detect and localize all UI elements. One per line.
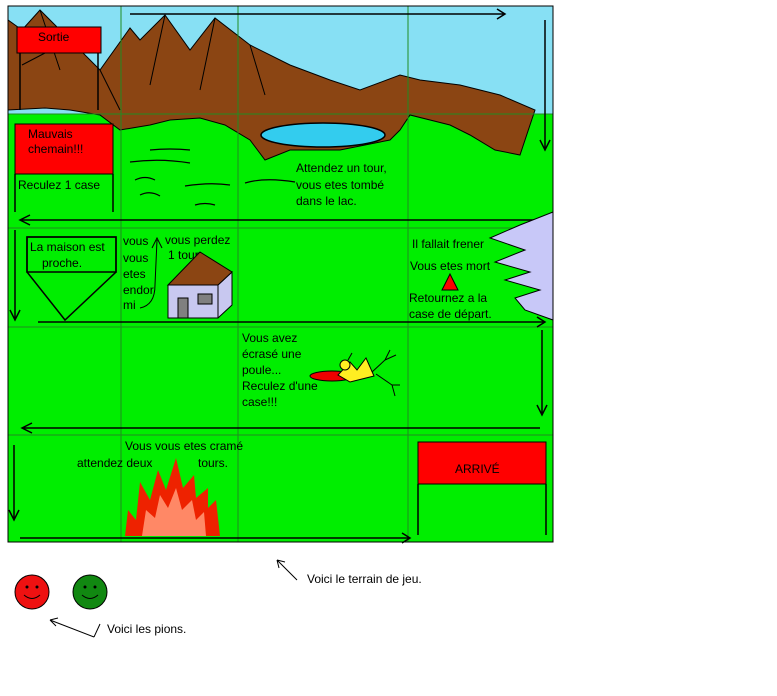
wrong-way-title-1: Mauvais — [28, 127, 73, 141]
sleep-text-1: vous — [123, 234, 148, 248]
house-sign-text-1: La maison est — [30, 240, 105, 254]
sleep-text-5: mi — [123, 298, 136, 312]
lake — [260, 122, 386, 148]
wrong-way-sign: Mauvais chemain!!! Reculez 1 case — [14, 123, 114, 212]
fire-text-1: Vous vous etes cramé — [125, 439, 243, 453]
pawns-pointer-arrow — [49, 617, 101, 638]
terrain-pointer-arrow — [276, 559, 298, 581]
lake-text-2: vous etes tombé — [296, 178, 384, 192]
path-arrows — [8, 8, 551, 544]
finish-sign: ARRIVÉ — [417, 441, 547, 535]
fire — [125, 458, 220, 536]
chicken-text-4: Reculez d'une — [242, 379, 318, 393]
house — [166, 251, 233, 319]
wrong-way-action: Reculez 1 case — [18, 178, 100, 192]
sleep-text-3: etes — [123, 267, 146, 281]
chicken-text-5: case!!! — [242, 395, 277, 409]
crash-text-4: case de départ. — [409, 307, 492, 321]
grid — [8, 6, 553, 542]
lake-text-3: dans le lac. — [296, 194, 357, 208]
fire-text-2: attendez deux — [77, 456, 152, 470]
sleep-text-2: vous — [123, 251, 148, 265]
crash-text-2: Vous etes mort — [410, 259, 491, 273]
red-pawn — [14, 574, 50, 610]
mountain-range — [7, 9, 536, 161]
squashed-chicken — [309, 349, 400, 397]
start-sign: Sortie — [16, 26, 102, 110]
house-sign: La maison est proche. — [26, 236, 117, 322]
chicken-text-1: Vous avez — [242, 331, 297, 345]
crash-text-3: Retournez a la — [409, 291, 487, 305]
mountain-ridges — [39, 9, 266, 111]
wrong-way-title-2: chemain!!! — [28, 142, 83, 156]
grass-strokes — [129, 148, 296, 206]
crash-text-1: Il fallait frener — [412, 237, 484, 251]
start-label: Sortie — [38, 30, 70, 44]
lake-text-1: Attendez un tour, — [296, 161, 387, 175]
finish-label: ARRIVÉ — [455, 461, 500, 476]
house-sign-text-2: proche. — [42, 256, 82, 270]
chicken-text-2: écrasé une — [242, 347, 302, 361]
up-arrow — [139, 236, 163, 309]
sleep-text-4: endor — [123, 283, 154, 297]
warning-triangle — [441, 272, 459, 291]
green-pawn — [72, 574, 108, 610]
chicken-text-3: poule... — [242, 363, 281, 377]
pawns-caption: Voici les pions. — [107, 622, 187, 636]
lose-turn-text-2: 1 tour — [168, 248, 199, 262]
fire-text-3: tours. — [198, 456, 228, 470]
lose-turn-text-1: vous perdez — [165, 233, 230, 247]
terrain-caption: Voici le terrain de jeu. — [307, 572, 422, 586]
cliff — [488, 211, 554, 321]
